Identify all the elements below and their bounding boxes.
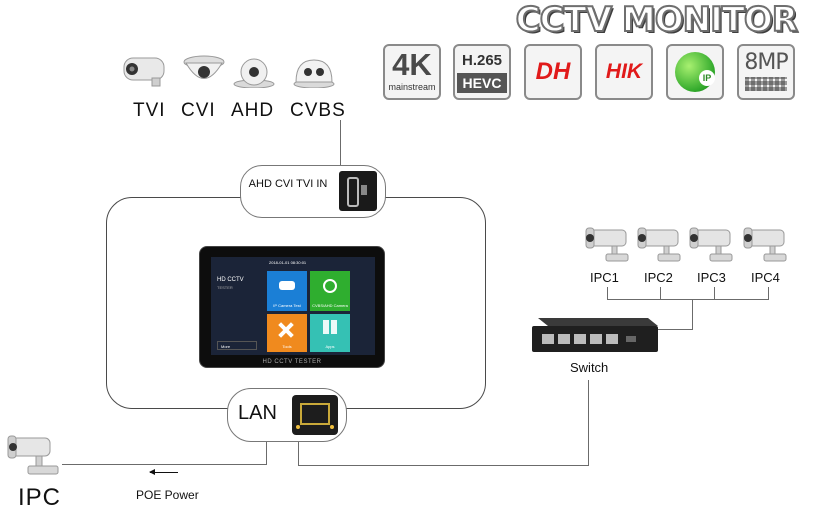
camera-icon bbox=[279, 281, 295, 290]
pixel-grid-icon bbox=[745, 77, 787, 91]
switch-label: Switch bbox=[570, 360, 609, 375]
ip-globe-icon: IP bbox=[675, 52, 715, 92]
poe-cable-h bbox=[62, 464, 267, 465]
ip-bullet-camera-icon bbox=[7, 435, 59, 475]
poe-label: POE Power bbox=[136, 488, 199, 502]
ipc3-cable bbox=[714, 287, 715, 300]
badge-dh: DH bbox=[524, 44, 582, 100]
ipc-label: IPC bbox=[18, 484, 62, 511]
ipc3-camera-icon bbox=[689, 227, 733, 262]
badge-4k: 4K mainstream bbox=[383, 44, 441, 100]
eyeball-camera-icon bbox=[293, 59, 335, 88]
analog-cable bbox=[340, 120, 341, 168]
hd-cctv-tester: 2018-01-01 08:30:01 HD CCTV TESTER More … bbox=[199, 246, 385, 368]
badge-dh-text: DH bbox=[535, 58, 571, 85]
tester-screen: 2018-01-01 08:30:01 HD CCTV TESTER More … bbox=[211, 257, 375, 355]
ipc2-cable bbox=[660, 287, 661, 300]
lan-switch-cable-v1 bbox=[298, 442, 299, 466]
tile-apps[interactable]: Apps bbox=[310, 314, 350, 352]
tile-cvbs-camera-label: CVBS/AHD Camera bbox=[312, 303, 348, 308]
ipc-switch-cable-h bbox=[658, 329, 693, 330]
apps-grid-icon bbox=[323, 320, 337, 334]
ipc4-cable bbox=[768, 287, 769, 300]
network-switch-icon bbox=[532, 318, 658, 352]
analog-input-port: AHD CVI TVI IN bbox=[240, 165, 386, 218]
tile-cvbs-camera[interactable]: CVBS/AHD Camera bbox=[310, 271, 350, 311]
tester-bottom-label: HD CCTV TESTER bbox=[262, 359, 322, 365]
ipc-switch-cable-v bbox=[692, 299, 693, 329]
lan-label: LAN bbox=[238, 402, 277, 424]
tile-tools[interactable]: Tools bbox=[267, 314, 307, 352]
camera-label-tvi: TVI bbox=[133, 100, 166, 121]
ipc3-label: IPC3 bbox=[697, 270, 726, 285]
badge-hik-text: HIK bbox=[605, 60, 643, 83]
camera-icon bbox=[323, 279, 337, 293]
tester-app-sub: TESTER bbox=[217, 285, 233, 290]
ipc2-camera-icon bbox=[637, 227, 681, 262]
lan-port: LAN bbox=[227, 388, 347, 442]
badge-h265-top: H.265 bbox=[461, 52, 503, 69]
badge-h265-bottom: HEVC bbox=[457, 73, 507, 93]
badge-h265: H.265 HEVC bbox=[453, 44, 511, 100]
ipc-bus-cable bbox=[607, 299, 769, 300]
badge-hik: HIK bbox=[595, 44, 653, 100]
badge-8mp: 8MP bbox=[737, 44, 795, 100]
camera-label-ahd: AHD bbox=[231, 100, 275, 121]
tile-tools-label: Tools bbox=[282, 344, 292, 349]
ipc2-label: IPC2 bbox=[644, 270, 673, 285]
ipc1-camera-icon bbox=[585, 227, 629, 262]
poe-cable-v bbox=[266, 442, 267, 465]
tester-datetime: 2018-01-01 08:30:01 bbox=[269, 260, 307, 265]
lan-switch-cable-v2 bbox=[588, 380, 589, 466]
ipc1-cable bbox=[607, 287, 608, 300]
tile-ip-camera-test-label: IP Camera Test bbox=[273, 303, 301, 308]
bullet-camera-icon bbox=[123, 57, 165, 87]
camera-label-cvbs: CVBS bbox=[290, 100, 346, 121]
badge-4k-top: 4K bbox=[392, 47, 432, 82]
tile-ip-camera-test[interactable]: IP Camera Test bbox=[267, 271, 307, 311]
lan-switch-cable-h bbox=[298, 465, 589, 466]
page-title: CCTV MONITOR bbox=[515, 0, 799, 41]
badge-8mp-text: 8MP bbox=[744, 50, 788, 75]
badge-4k-bottom: mainstream bbox=[388, 82, 436, 92]
rj45-port-icon bbox=[292, 395, 338, 435]
ipc4-camera-icon bbox=[743, 227, 787, 262]
ipc4-label: IPC4 bbox=[751, 270, 780, 285]
tile-apps-label: Apps bbox=[325, 344, 335, 349]
turret-camera-icon bbox=[233, 58, 275, 88]
bnc-port-icon bbox=[339, 171, 377, 211]
badge-ip-text: IP bbox=[699, 70, 715, 86]
analog-input-label: AHD CVI TVI IN bbox=[248, 178, 328, 190]
ipc1-label: IPC1 bbox=[590, 270, 619, 285]
poe-arrow-icon bbox=[149, 469, 178, 475]
tester-more-button[interactable]: More bbox=[217, 341, 257, 350]
tester-app-name: HD CCTV bbox=[217, 277, 244, 283]
badge-ip: IP bbox=[666, 44, 724, 100]
dome-camera-icon bbox=[183, 55, 225, 79]
camera-label-cvi: CVI bbox=[181, 100, 216, 121]
